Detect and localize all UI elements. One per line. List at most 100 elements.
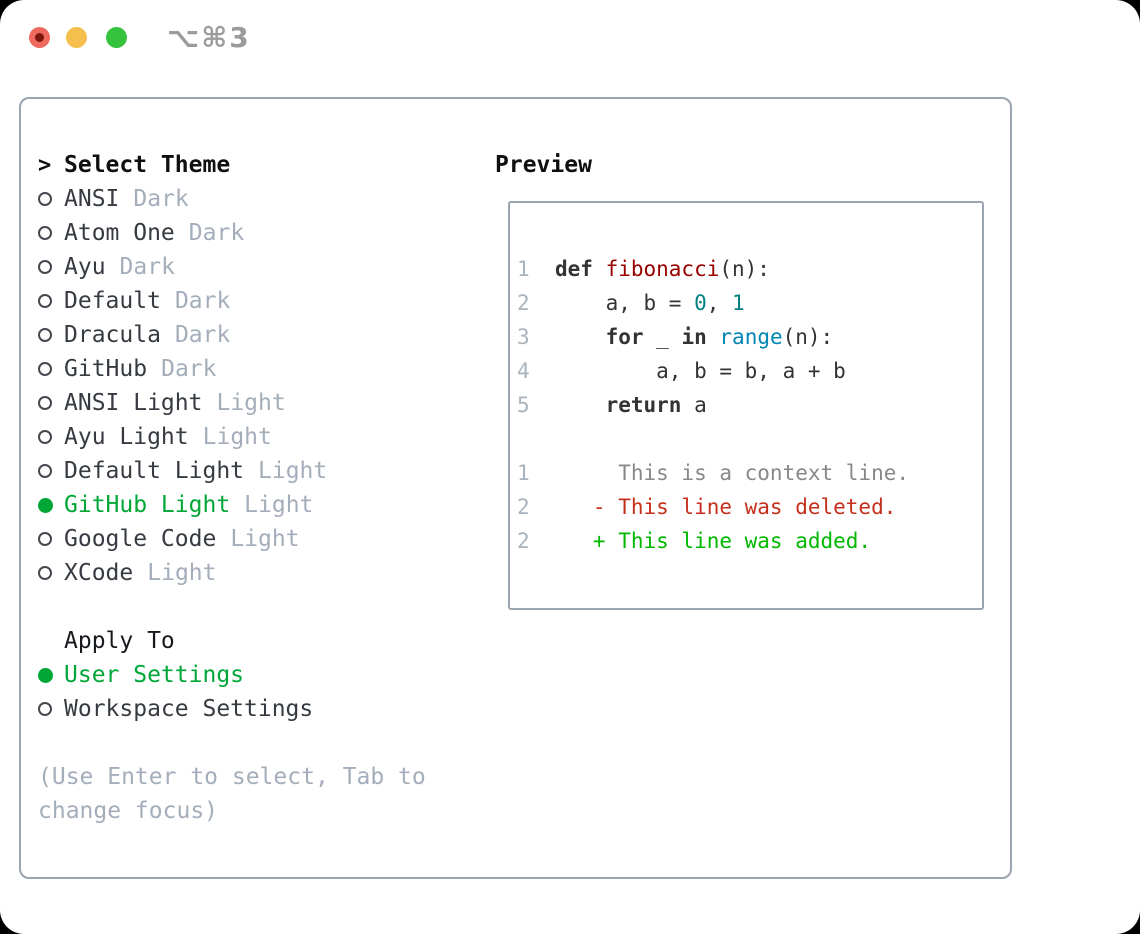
code-token-builtin: range: [719, 325, 783, 349]
radio-icon: [38, 192, 64, 206]
radio-icon: [38, 362, 64, 376]
option-label: Ayu: [64, 254, 106, 280]
option-label: User Settings: [64, 662, 245, 688]
theme-variant-tag: Light: [258, 458, 328, 484]
code-line: 4 a, b = b, a + b: [517, 354, 982, 388]
minimize-button[interactable]: [66, 27, 87, 48]
code-line: [517, 422, 982, 456]
code-token-context: This is a context line.: [555, 461, 910, 485]
spacer: [38, 726, 488, 760]
code-token-addition: + This line was added.: [555, 529, 872, 553]
radio-icon: [38, 532, 64, 546]
code-token-title: fibonacci: [605, 257, 720, 281]
radio-icon: [38, 226, 64, 240]
radio-circle: [38, 702, 52, 716]
radio-circle: [38, 667, 53, 683]
theme-option-xcode[interactable]: XCode Light: [38, 556, 488, 590]
theme-variant-tag: Light: [230, 526, 300, 552]
line-number: 4: [517, 359, 530, 383]
code-line: 2 - This line was deleted.: [517, 490, 982, 524]
hint-text: (Use Enter to select, Tab to change focu…: [38, 764, 426, 824]
theme-variant-tag: Dark: [174, 288, 231, 314]
code-token-deletion: - This line was deleted.: [555, 495, 897, 519]
theme-variant-tag: Light: [147, 560, 217, 586]
radio-circle: [38, 294, 52, 308]
theme-option-default[interactable]: Default Dark: [38, 284, 488, 318]
radio-icon: [38, 566, 64, 580]
line-number: 5: [517, 393, 530, 417]
window-title: ⌥⌘3: [167, 21, 251, 54]
option-label: Ayu Light: [64, 424, 189, 450]
option-label: ANSI Light: [64, 390, 203, 416]
radio-icon: [38, 702, 64, 716]
titlebar: ⌥⌘3: [0, 0, 1140, 97]
code-line: 1 This is a context line.: [517, 456, 982, 490]
spacer: [38, 590, 488, 624]
theme-variant-tag: Dark: [188, 220, 245, 246]
radio-icon: [38, 328, 64, 342]
code-token-plain: _: [643, 325, 682, 349]
theme-option-dracula[interactable]: Dracula Dark: [38, 318, 488, 352]
code-token-plain: [555, 325, 606, 349]
option-label: ANSI: [64, 186, 120, 212]
code-token-plain: (n):: [719, 257, 770, 281]
radio-circle: [38, 260, 52, 274]
radio-circle: [38, 464, 52, 478]
option-label: Dracula: [64, 322, 161, 348]
radio-circle: [38, 430, 52, 444]
line-number: 2: [517, 495, 530, 519]
select-theme-header: > Select Theme: [38, 148, 488, 182]
prompt-arrow-icon: >: [38, 152, 52, 178]
radio-icon: [38, 430, 64, 444]
code-token-number: 0: [694, 291, 707, 315]
close-button[interactable]: [29, 27, 50, 48]
code-token-keyword: for: [605, 325, 644, 349]
theme-option-default-light[interactable]: Default Light Light: [38, 454, 488, 488]
code-token-keyword: in: [681, 325, 707, 349]
radio-icon: [38, 260, 64, 274]
apply-to-header: Apply To: [38, 624, 488, 658]
apply-option-user-settings[interactable]: User Settings: [38, 658, 488, 692]
radio-circle: [38, 328, 52, 342]
line-number: 2: [517, 529, 530, 553]
radio-icon: [38, 294, 64, 308]
option-label: Default: [64, 288, 161, 314]
code-token-plain: [555, 393, 606, 417]
option-label: Default Light: [64, 458, 245, 484]
select-theme-title: Select Theme: [64, 152, 231, 178]
option-label: GitHub: [64, 356, 148, 382]
code-token-plain: a, b =: [555, 291, 695, 315]
code-line: 2 + This line was added.: [517, 524, 982, 558]
option-label: GitHub Light: [64, 492, 231, 518]
radio-circle: [38, 396, 52, 410]
radio-circle: [38, 566, 52, 580]
theme-variant-tag: Dark: [174, 322, 231, 348]
line-number: 3: [517, 325, 530, 349]
line-number: 1: [517, 461, 530, 485]
code-line: 2 a, b = 0, 1: [517, 286, 982, 320]
line-number: 2: [517, 291, 530, 315]
radio-selected-icon: [38, 497, 64, 513]
apply-option-workspace-settings[interactable]: Workspace Settings: [38, 692, 488, 726]
line-number: 1: [517, 257, 530, 281]
radio-circle: [38, 192, 52, 206]
radio-circle: [38, 226, 52, 240]
option-label: XCode: [64, 560, 134, 586]
code-token-plain: a: [681, 393, 707, 417]
radio-circle: [38, 362, 52, 376]
zoom-button[interactable]: [106, 27, 127, 48]
